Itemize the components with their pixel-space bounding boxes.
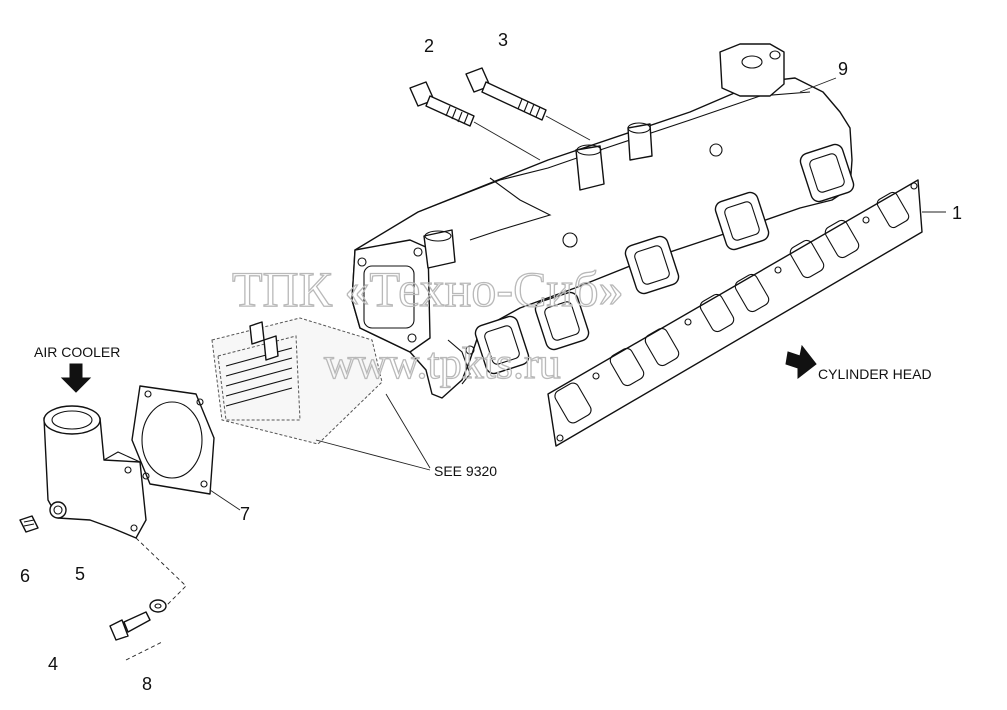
bolt-part-2	[409, 81, 475, 127]
watermark-url: www.tpkts.ru	[324, 339, 561, 388]
bolt-part-3	[465, 67, 547, 121]
reference-block-see-9320	[211, 317, 383, 445]
watermark-company: ТПК «Техно-Сиб»	[232, 261, 624, 317]
see-reference-label: SEE 9320	[434, 463, 497, 479]
bolt-axis-line	[473, 115, 591, 161]
callout-4: 4	[48, 654, 58, 674]
intake-manifold-part-9	[351, 43, 855, 399]
flange-gasket-part-7	[131, 385, 215, 495]
cylinder-head-arrow-icon	[785, 344, 817, 380]
callout-6: 6	[20, 566, 30, 586]
callout-9: 9	[838, 59, 848, 79]
manifold-port-flanges	[474, 143, 855, 375]
air-cooler-label: AIR COOLER	[34, 344, 120, 360]
washer-part-4	[149, 599, 167, 613]
air-inlet-elbow-part-5	[43, 405, 147, 539]
cylinder-head-label: CYLINDER HEAD	[818, 366, 932, 382]
callout-5: 5	[75, 564, 85, 584]
callout-8: 8	[142, 674, 152, 694]
leader-lines	[125, 77, 946, 661]
plug-part-6	[19, 515, 39, 533]
manifold-gasket-part-1	[547, 179, 923, 447]
callout-1: 1	[952, 203, 962, 223]
callout-2: 2	[424, 36, 434, 56]
air-cooler-arrow-icon	[60, 363, 92, 393]
callout-7: 7	[240, 504, 250, 524]
bolt-part-8	[109, 611, 151, 641]
callout-3: 3	[498, 30, 508, 50]
